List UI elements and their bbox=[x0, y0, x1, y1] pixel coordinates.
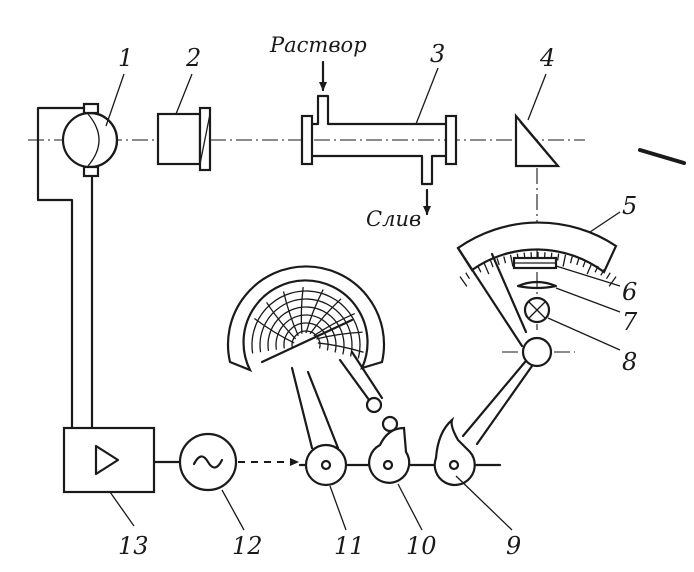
drum-ring bbox=[275, 314, 337, 353]
part-label-10: 10 bbox=[406, 532, 437, 560]
scale-tick bbox=[496, 258, 500, 266]
lever-pivot bbox=[521, 336, 553, 368]
scale-tick bbox=[569, 256, 573, 264]
chart-drum bbox=[226, 265, 386, 373]
part-label-3: 3 bbox=[430, 40, 445, 68]
prism-edge bbox=[519, 121, 555, 163]
flow-cuvette bbox=[300, 94, 458, 186]
lens bbox=[516, 280, 558, 290]
drum-rod-right bbox=[338, 350, 384, 406]
scale-tick bbox=[605, 272, 611, 280]
part-label-12: 12 bbox=[232, 532, 263, 560]
generator bbox=[152, 432, 238, 492]
photocell bbox=[61, 102, 119, 178]
solution-inlet-label: Раствор bbox=[269, 33, 367, 57]
scale-tick bbox=[582, 260, 587, 268]
scale-tick bbox=[562, 254, 567, 267]
drain-label: Слив bbox=[366, 207, 421, 231]
scale-tick bbox=[600, 268, 605, 276]
drum-spoke bbox=[305, 289, 324, 334]
drum-ring bbox=[283, 322, 329, 351]
drum-spoke bbox=[282, 291, 299, 337]
drum-spoke bbox=[254, 317, 295, 344]
drum-spoke bbox=[300, 286, 304, 334]
lens-unit bbox=[156, 106, 212, 172]
gear-11 bbox=[304, 443, 348, 487]
leader-lines bbox=[105, 67, 621, 531]
scale bbox=[456, 221, 618, 287]
link-rod bbox=[461, 360, 534, 446]
scale-tick bbox=[594, 265, 599, 273]
part-label-8: 8 bbox=[622, 348, 637, 376]
part-label-2: 2 bbox=[185, 44, 201, 72]
scale-tick bbox=[509, 254, 514, 267]
cam-10 bbox=[368, 426, 411, 484]
scale-tick bbox=[483, 262, 490, 275]
drum-rod-left bbox=[290, 366, 340, 450]
drum-ring bbox=[251, 290, 361, 359]
scale-tick bbox=[556, 253, 560, 261]
part-label-7: 7 bbox=[622, 308, 638, 336]
scale-tick bbox=[477, 265, 482, 273]
scale-tick bbox=[503, 256, 507, 264]
part-label-9: 9 bbox=[506, 532, 521, 560]
drum-joint-a bbox=[365, 396, 383, 414]
scale-tick bbox=[576, 258, 580, 266]
amplifier bbox=[62, 426, 156, 494]
part-label-13: 13 bbox=[118, 532, 149, 560]
part-label-5: 5 bbox=[622, 192, 637, 220]
scale-tick bbox=[459, 276, 468, 287]
stray-mark bbox=[638, 148, 686, 165]
part-label-4: 4 bbox=[539, 44, 555, 72]
scale-tick bbox=[608, 276, 617, 287]
drum-spoke bbox=[316, 331, 363, 340]
photocell-wire-left bbox=[36, 106, 86, 430]
scale-tick bbox=[586, 262, 593, 275]
scale-lever bbox=[456, 246, 528, 348]
drum-spoke bbox=[266, 302, 297, 340]
scale-tick bbox=[465, 272, 471, 280]
drum-spoke bbox=[313, 312, 356, 337]
cam-9 bbox=[433, 416, 476, 486]
lamp bbox=[523, 296, 551, 324]
drum-spoke bbox=[317, 342, 364, 353]
drum-spoke bbox=[309, 298, 342, 335]
part-label-11: 11 bbox=[334, 532, 365, 560]
part-label-1: 1 bbox=[118, 44, 133, 72]
part-label-6: 6 bbox=[622, 278, 637, 306]
scale-tick bbox=[489, 260, 494, 268]
drum-ring bbox=[267, 306, 345, 355]
